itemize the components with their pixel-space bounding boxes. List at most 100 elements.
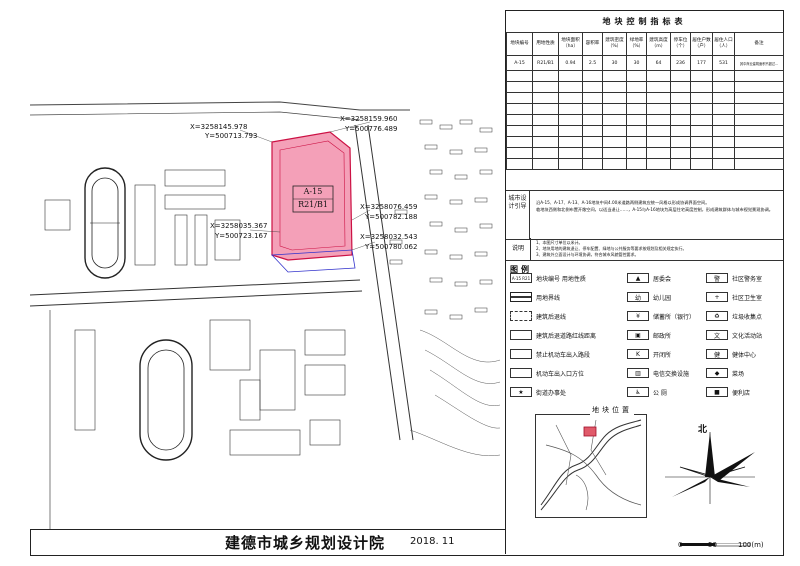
legend-symbol-icon: 幼 xyxy=(627,292,649,302)
north-arrow-icon xyxy=(665,432,755,504)
legend-label: 街道办事处 xyxy=(536,389,567,397)
legend-symbol-icon: ♿ xyxy=(627,387,649,397)
legend-symbol-icon: 警 xyxy=(706,273,728,283)
sports-track-north xyxy=(84,167,126,279)
legend-symbol-icon: ■ xyxy=(706,387,728,397)
legend-label: 垃圾收集点 xyxy=(732,313,763,321)
legend-item: + 社区卫生室 xyxy=(706,292,762,302)
notes-section: 说明 1、本图尺寸单位以米计。 2、地块用地的建筑退让、停车配置、绿地与公共服务… xyxy=(506,238,783,261)
legend-item: ■ 便利店 xyxy=(706,387,750,397)
col-header: 建筑密度（%） xyxy=(602,32,627,56)
control-index-table: 地块编号 用地性质 地块面积（ha） 容积率 建筑密度（%） 绿地率（%） 建筑… xyxy=(506,32,784,170)
table-cell: 30 xyxy=(602,55,627,71)
coord-label: Y=500723.167 xyxy=(215,232,268,240)
right-panel: 地块控制指标表 地块编号 用地性质 地块面积（ha） 容积率 建筑密度（%） 绿… xyxy=(505,10,784,554)
site-plan-map xyxy=(30,10,505,529)
legend-symbol-icon xyxy=(510,311,532,321)
legend-item: ▲ 居委会 xyxy=(627,273,671,283)
legend-item: ▥ 电信交换设施 xyxy=(627,368,689,378)
legend-symbol-icon: 文 xyxy=(706,330,728,340)
table-cell: 177 xyxy=(690,55,713,71)
guidance-text: 临地块西侧和北侧布置开敞空间，以适当退让……，A-15与A-16地块为高层住宅高… xyxy=(536,207,773,212)
title-bar xyxy=(30,529,505,555)
legend-symbol-icon xyxy=(510,292,532,302)
scale-tick-label: 100(m) xyxy=(738,541,764,549)
legend-label: 幼儿园 xyxy=(653,294,672,302)
sports-track-south xyxy=(139,339,193,461)
legend-label: 公 厕 xyxy=(653,389,667,397)
legend-symbol-icon xyxy=(510,330,532,340)
coord-label: X=3258076.459 xyxy=(360,203,418,211)
legend-label: 建筑后退道路红线距离 xyxy=(536,332,597,340)
legend-item: 禁止机动车出入路段 xyxy=(510,349,590,359)
guidance-text: 沿A-15、A-17、A-13、A-16地块中间4.00米道路两侧建筑应统一风格… xyxy=(536,200,710,205)
legend-label: 菜场 xyxy=(732,370,745,378)
parcel-landuse-label: R21/B1 xyxy=(298,200,328,209)
plan-date: 2018. 11 xyxy=(410,536,455,547)
legend-label: 便利店 xyxy=(732,389,751,397)
location-map-title: 地块位置 xyxy=(590,405,634,415)
legend-label: 机动车出入口方位 xyxy=(536,370,585,378)
legend-label: 社区卫生室 xyxy=(732,294,763,302)
notes-label: 说明 xyxy=(506,238,531,260)
coord-label: Y=500782.188 xyxy=(365,213,418,221)
coord-label: X=3258159.960 xyxy=(340,115,398,123)
legend-label: 居委会 xyxy=(653,275,672,283)
legend-symbol-icon: ▥ xyxy=(627,368,649,378)
table-cell: 其中商业建筑面积不超过... xyxy=(734,55,784,71)
coord-label: X=3258145.978 xyxy=(190,123,248,131)
col-header: 地块面积（ha） xyxy=(558,32,583,56)
urban-design-guidance: 城市设计引导 沿A-15、A-17、A-13、A-16地块中间4.00米道路两侧… xyxy=(506,190,783,240)
legend-item: 健健体中心 xyxy=(706,349,756,359)
institute-name: 建德市城乡规划设计院 xyxy=(225,534,386,552)
legend-item: ¥ 储蓄所（银行） xyxy=(627,311,695,321)
legend-label: 储蓄所（银行） xyxy=(653,313,696,321)
legend-label: 开闭所 xyxy=(653,351,672,359)
location-map xyxy=(535,414,647,518)
table-cell: R21/B1 xyxy=(532,55,559,71)
legend-label: 健体中心 xyxy=(732,351,757,359)
col-header: 备注 xyxy=(734,32,784,56)
scale-tick-label: 50 xyxy=(708,541,717,549)
legend-symbol-icon: 健 xyxy=(706,349,728,359)
legend-symbol-icon: ▣ xyxy=(627,330,649,340)
table-cell: A-15 xyxy=(506,55,533,71)
col-header: 绿地率（%） xyxy=(626,32,647,56)
col-header: 建筑高度（m） xyxy=(646,32,671,56)
legend-symbol-icon: A-15 R21 xyxy=(510,273,532,283)
col-header: 居住人口（人） xyxy=(712,32,735,56)
coord-label: Y=500713.793 xyxy=(205,132,258,140)
north-label: 北 xyxy=(698,425,708,435)
col-header: 地块编号 xyxy=(506,32,533,56)
legend-item: ★ 街道办事处 xyxy=(510,387,566,397)
table-row: A-15 R21/B1 0.94 2.5 30 30 64 236 177 53… xyxy=(506,55,784,71)
table-cell: 531 xyxy=(712,55,735,71)
legend-item: ▣邮政所 xyxy=(627,330,671,340)
parcel-id-label: A-15 xyxy=(303,187,323,196)
legend-item: A-15 R21 地块编号 用地性质 xyxy=(510,273,586,283)
legend-item: 幼幼儿园 xyxy=(627,292,671,302)
legend-symbol-icon: ★ xyxy=(510,387,532,397)
legend-symbol-icon: + xyxy=(706,292,728,302)
legend-label: 地块编号 用地性质 xyxy=(536,275,586,283)
legend-symbol-icon xyxy=(510,368,532,378)
legend-item: ♿ 公 厕 xyxy=(627,387,667,397)
legend-label: 建筑后退线 xyxy=(536,313,567,321)
table-cell: 2.5 xyxy=(582,55,603,71)
legend-label: 社区警务室 xyxy=(732,275,763,283)
table-cell: 236 xyxy=(670,55,691,71)
note-line: 1、本图尺寸单位以米计。 xyxy=(536,240,583,245)
legend-item: 建筑后退道路红线距离 xyxy=(510,330,596,340)
col-header: 容积率 xyxy=(582,32,603,56)
legend-item: 建筑后退线 xyxy=(510,311,566,321)
legend-symbol-icon: ▲ xyxy=(627,273,649,283)
col-header: 用地性质 xyxy=(532,32,559,56)
coord-label: Y=500776.489 xyxy=(345,125,398,133)
legend-symbol-icon: ¥ xyxy=(627,311,649,321)
coord-label: Y=500780.062 xyxy=(365,243,418,251)
legend-item: 文文化活动站 xyxy=(706,330,762,340)
coord-label: X=3258035.367 xyxy=(210,222,268,230)
col-header: 居住户数（户） xyxy=(690,32,713,56)
legend-label: 电信交换设施 xyxy=(653,370,690,378)
legend-item: ◆菜场 xyxy=(706,368,744,378)
